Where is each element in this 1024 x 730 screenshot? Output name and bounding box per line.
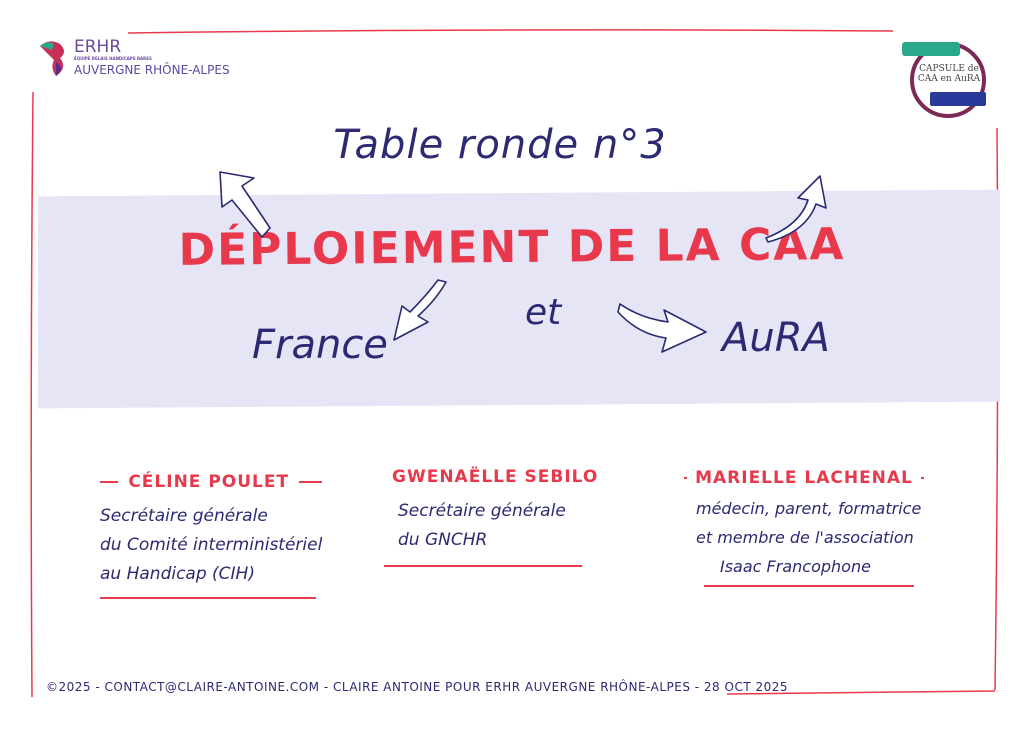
arrow-up-right-icon — [765, 175, 827, 243]
arrow-right-icon — [617, 303, 707, 353]
erhr-subtitle: ÉQUIPE RELAIS HANDICAPS RARES — [74, 56, 152, 61]
speaker-card: CÉLINE POULET Secrétaire générale du Com… — [100, 472, 322, 599]
speaker-role-line: du GNCHR — [398, 530, 488, 550]
speaker-name: MARIELLE LACHENAL — [695, 468, 913, 488]
arrow-down-left-icon — [393, 279, 447, 341]
speaker-role-line: Secrétaire générale — [100, 506, 268, 526]
speaker-card: MARIELLE LACHENAL médecin, parent, forma… — [684, 468, 924, 587]
page-title: Table ronde n°3 — [333, 122, 667, 168]
capsule-caa-logo: CAPSULE de CAA en AuRA — [902, 38, 990, 120]
speaker-role-line: Secrétaire générale — [398, 501, 566, 521]
underline — [704, 585, 914, 587]
term-aura: AuRA — [722, 315, 830, 361]
speaker-role-line: médecin, parent, formatrice — [696, 499, 922, 518]
speaker-name: CÉLINE POULET — [128, 472, 290, 492]
underline — [384, 565, 582, 567]
speaker-role-line: Isaac Francophone — [720, 557, 871, 576]
speaker-name: GWENAËLLE SEBILO — [392, 467, 599, 487]
arrow-up-left-icon — [219, 171, 271, 238]
speaker-card: GWENAËLLE SEBILO Secrétaire générale du … — [384, 467, 597, 567]
footer-credit: ©2025 - CONTACT@CLAIRE-ANTOINE.COM - CLA… — [46, 680, 789, 694]
capsule-ring-icon — [902, 42, 986, 118]
capsule-title-1: CAPSULE de — [919, 64, 979, 74]
speaker-role-line: et membre de l'association — [696, 528, 914, 547]
capsule-title-2: CAA en AuRA — [917, 74, 981, 84]
erhr-region: AUVERGNE RHÔNE-ALPES — [74, 63, 230, 77]
speaker-role-line: du Comité interministériel — [100, 535, 323, 555]
erhr-name: ERHR — [74, 37, 122, 57]
erhr-logo-mark-icon — [40, 41, 64, 76]
speaker-role-line: au Handicap (CIH) — [100, 564, 255, 584]
connector-et: et — [525, 292, 562, 333]
underline — [100, 597, 316, 599]
term-france: France — [252, 322, 388, 368]
